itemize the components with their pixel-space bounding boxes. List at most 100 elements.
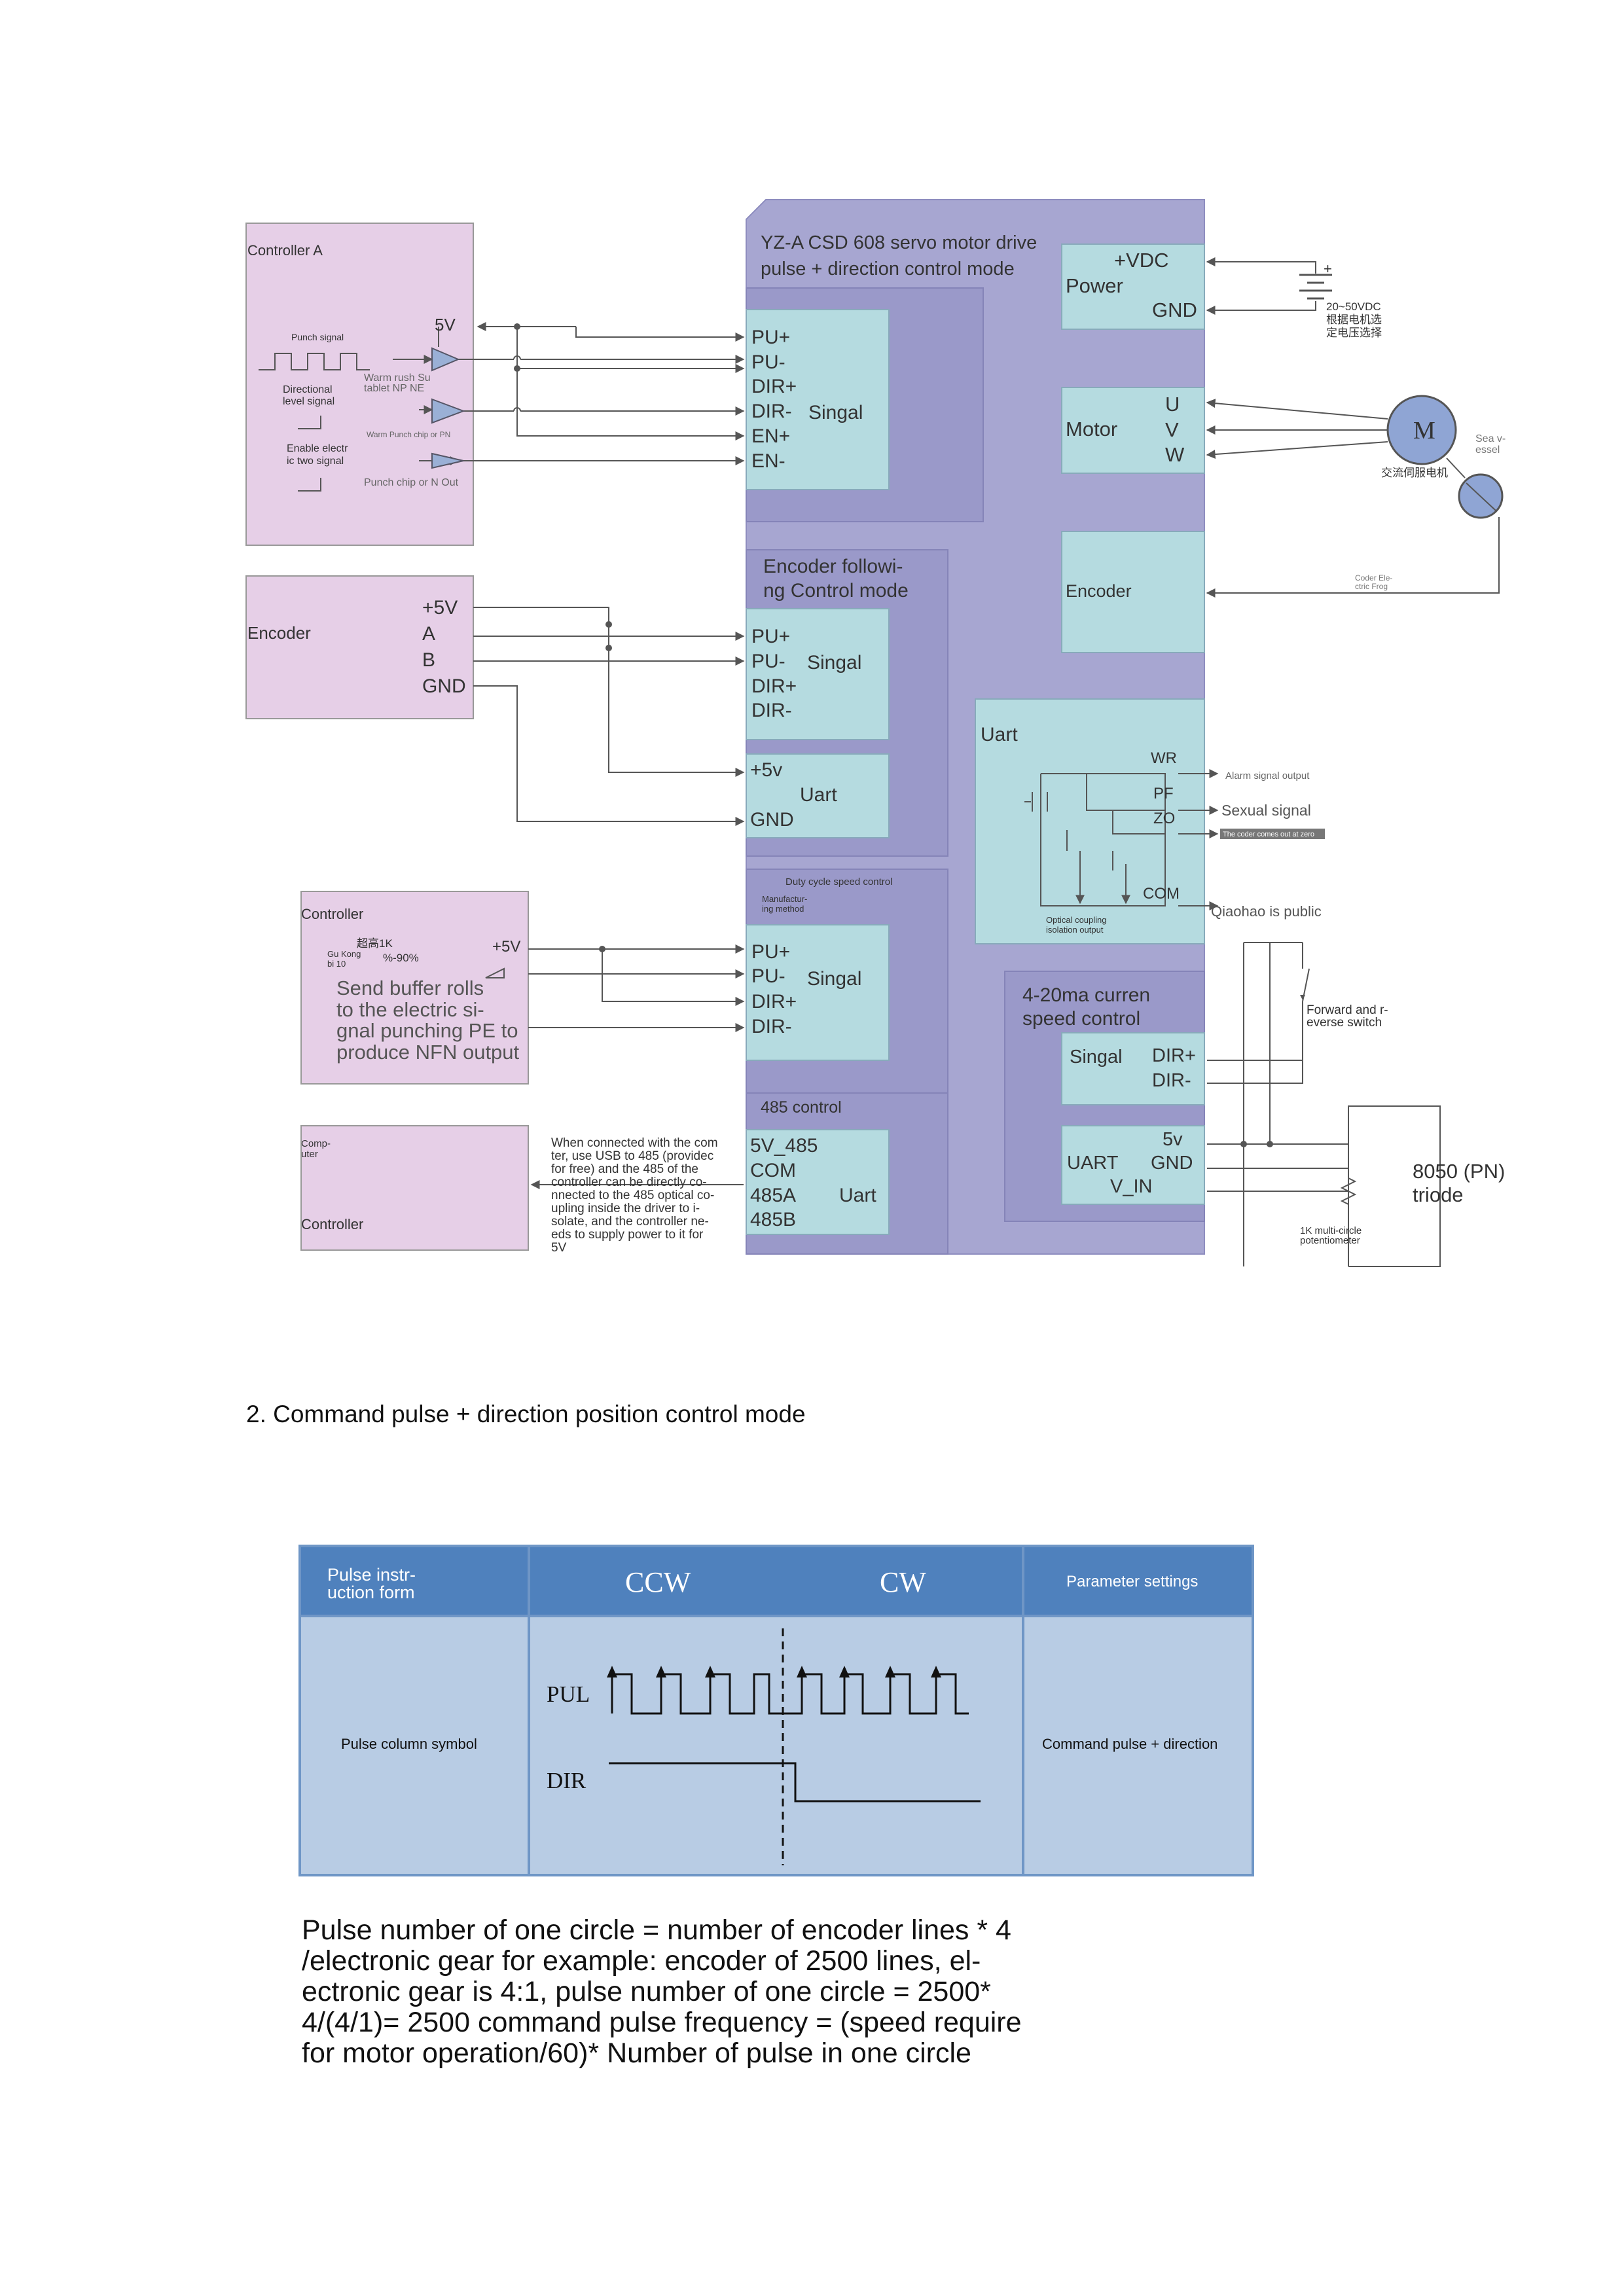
ef-pin-pu-minus: PU- xyxy=(751,651,785,672)
directional-label-2: level signal xyxy=(283,396,334,407)
voltage-note-3: 定电压选择 xyxy=(1326,327,1382,339)
current-pin-gnd: GND xyxy=(1151,1153,1193,1174)
sea-vessel-2: essel xyxy=(1475,444,1500,456)
warm-rush-label-2: tablet NP NE xyxy=(364,383,424,394)
formula-text: Pulse number of one circle = number of e… xyxy=(302,1915,1074,2069)
encoder-signal-block xyxy=(746,608,890,740)
pin-pu-minus: PU- xyxy=(751,351,785,373)
optical-note-1: Optical coupling xyxy=(1046,915,1107,925)
uart-pin-zo: ZO xyxy=(1153,810,1175,827)
coder-label-2: ctric Frog xyxy=(1355,582,1388,591)
uart-pin-com: COM xyxy=(1143,885,1180,903)
motor-icon xyxy=(1386,395,1457,465)
current-pin-vin: V_IN xyxy=(1110,1176,1152,1197)
controller-b-title: Controller xyxy=(301,906,363,922)
current-pin-5v: 5v xyxy=(1163,1129,1183,1150)
current-uart-block xyxy=(1061,1125,1205,1205)
pot-label: 超高1K xyxy=(357,937,393,950)
table-param-value: Command pulse + direction xyxy=(1042,1736,1218,1752)
computer-label-2: uter xyxy=(301,1149,318,1160)
current-title-2: speed control xyxy=(1022,1008,1140,1030)
formula-line-3: ectronic gear is 4:1, pulse number of on… xyxy=(302,1976,991,2007)
rs485-pin-b: 485B xyxy=(750,1209,796,1230)
switch-label-2: everse switch xyxy=(1307,1016,1382,1030)
uart-small-gnd: GND xyxy=(750,809,794,831)
uart-pin-pf: PF xyxy=(1153,785,1174,802)
encoder-follow-title-2: ng Control mode xyxy=(763,580,909,601)
table-header-cw: CW xyxy=(880,1566,926,1598)
punch-waveform xyxy=(259,353,370,370)
controller-a-title: Controller A xyxy=(247,242,323,259)
pulse-table: Pulse instr-uction form CCW CW Parameter… xyxy=(298,1545,1254,1876)
table-body xyxy=(300,1616,1253,1875)
encoder-pin-b: B xyxy=(422,649,435,671)
level-waveform xyxy=(298,416,321,429)
power-gnd: GND xyxy=(1152,298,1197,321)
formula-line-1: Pulse number of one circle = number of e… xyxy=(302,1914,1011,1946)
dc-pin-dir-minus: DIR- xyxy=(751,1016,792,1037)
enable-label: Enable electr xyxy=(287,443,348,454)
encoder-box-title: Encoder xyxy=(247,623,311,643)
controller-b-desc-1: Send buffer rolls xyxy=(336,977,484,999)
sea-vessel-1: Sea v- xyxy=(1475,433,1506,444)
pin-en-minus: EN- xyxy=(751,450,785,472)
motor-block xyxy=(1061,387,1205,474)
uart-output-block xyxy=(975,698,1205,944)
switch-label-1: Forward and r- xyxy=(1307,1003,1388,1017)
encoder-block-label: Encoder xyxy=(1066,581,1132,601)
computer-label: Comp- xyxy=(301,1138,331,1149)
buffer-1-icon xyxy=(431,347,460,372)
encoder-follow-title: Encoder followi- xyxy=(763,556,903,577)
motor-pin-w: W xyxy=(1165,443,1185,466)
table-header xyxy=(300,1546,1253,1616)
warm-rush-label: Warm rush Su xyxy=(364,372,431,384)
formula-line-5: for motor operation/60)* Number of pulse… xyxy=(302,2037,971,2069)
encoder-block xyxy=(1061,531,1205,653)
pul-waveform xyxy=(611,1673,969,1715)
voltage-note-2: 根据电机选 xyxy=(1326,314,1382,326)
usb-note-7: solate, and the controller ne- xyxy=(551,1215,709,1229)
controller-b-desc-4: produce NFN output xyxy=(336,1041,520,1064)
duty-signal-block xyxy=(746,924,890,1061)
ef-singal-label: Singal xyxy=(807,652,861,673)
usb-note-9: 5V xyxy=(551,1241,567,1255)
duty-cycle-title: Duty cycle speed control xyxy=(785,876,892,888)
percent-label: %-90% xyxy=(383,952,419,964)
current-title: 4-20ma curren xyxy=(1022,984,1150,1006)
rs485-pin-com: COM xyxy=(750,1160,796,1181)
usb-note-8: eds to supply power to it for xyxy=(551,1228,704,1242)
buffer-2-icon xyxy=(431,398,465,424)
dc-pin-pu-minus: PU- xyxy=(751,965,785,987)
power-block xyxy=(1061,243,1205,330)
dir-label: DIR xyxy=(547,1768,586,1793)
formula-line-2: /electronic gear for example: encoder of… xyxy=(302,1945,981,1977)
encoder-pin-gnd: GND xyxy=(422,675,466,697)
optical-note-2: isolation output xyxy=(1046,925,1104,935)
controller-b-desc-2: to the electric si- xyxy=(336,998,484,1021)
pulse-singal-label: Singal xyxy=(808,402,863,423)
table-header-ccw: CCW xyxy=(625,1566,691,1598)
ef-pin-pu-plus: PU+ xyxy=(751,626,790,647)
controller-b-desc-3: gnal punching PE to xyxy=(336,1019,518,1042)
uart-output-title: Uart xyxy=(981,724,1018,745)
punch-chip-label: Punch chip or N Out xyxy=(364,477,459,488)
uart-small-5v: +5v xyxy=(750,759,782,781)
uart-small-block xyxy=(746,753,890,838)
rs485-block xyxy=(746,1129,890,1235)
dc-pin-dir-plus: DIR+ xyxy=(751,991,797,1013)
power-label: Power xyxy=(1066,274,1123,297)
usb-note-6: upling inside the driver to i- xyxy=(551,1202,700,1215)
battery-icon xyxy=(1299,274,1332,300)
duty-cycle-sub-1: Manufactur- xyxy=(762,894,807,904)
pin-dir-plus: DIR+ xyxy=(751,376,797,397)
driver-title: YZ-A CSD 608 servo motor drive xyxy=(761,232,1037,253)
usb-note-4: controller can be directly co- xyxy=(551,1175,707,1189)
ef-pin-dir-plus: DIR+ xyxy=(751,675,797,697)
dc-singal-label: Singal xyxy=(807,968,861,990)
table-row-label: Pulse column symbol xyxy=(341,1736,477,1752)
driver-subtitle: pulse + direction control mode xyxy=(761,259,1015,279)
motor-pin-v: V xyxy=(1165,418,1179,441)
power-vdc: +VDC xyxy=(1114,249,1169,272)
dir-waveform xyxy=(609,1762,981,1803)
